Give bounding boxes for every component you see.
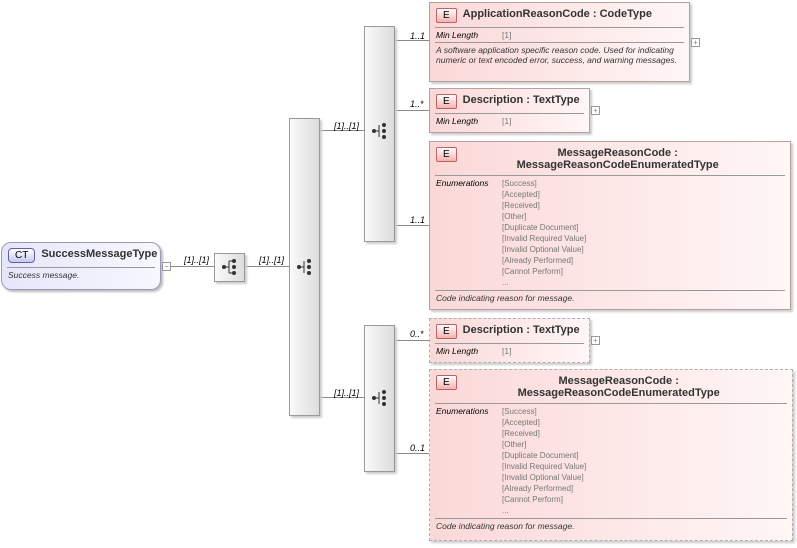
sequence-compositor[interactable]	[364, 325, 395, 472]
enum-value: ...	[502, 506, 509, 515]
element-badge: E	[436, 147, 457, 162]
enum-value: [Invalid Optional Value]	[502, 245, 584, 254]
cardinality-label: [1]..[1]	[334, 388, 360, 398]
enumeration-list: [Success] [Accepted] [Received] [Other] [Dup…	[502, 406, 586, 516]
facet-label: Min Length	[436, 116, 479, 126]
cardinality-label: [1]..[1]	[259, 255, 285, 265]
enum-value: [Invalid Required Value]	[502, 234, 587, 243]
enum-value: [Cannot Perform]	[502, 495, 563, 504]
cardinality-label: 1..1	[410, 215, 426, 225]
element-doc: Code indicating reason for message.	[436, 293, 575, 303]
element-badge: E	[436, 94, 457, 109]
connector	[319, 397, 364, 398]
enum-value: [Received]	[502, 201, 540, 210]
connector	[394, 225, 429, 226]
element-badge: E	[436, 375, 457, 390]
cardinality-label: 0..*	[410, 329, 424, 339]
enumeration-list: [Success] [Accepted] [Received] [Other] [Dup…	[502, 178, 586, 288]
connector	[394, 453, 429, 454]
expand-icon[interactable]: +	[591, 106, 600, 115]
facet-value: [1]	[502, 346, 512, 356]
sequence-compositor[interactable]	[214, 253, 245, 282]
cardinality-label: [1]..[1]	[184, 255, 210, 265]
expand-icon[interactable]: +	[691, 38, 700, 47]
element-name: ApplicationReasonCode	[462, 8, 590, 20]
connector	[244, 266, 289, 267]
facet-value: [1]	[502, 30, 512, 40]
element-message-reason-code[interactable]: E MessageReasonCode : MessageReasonCodeEn…	[429, 141, 791, 310]
connector	[394, 340, 429, 341]
element-name-type: MessageReasonCode : MessageReasonCodeEnu…	[516, 147, 719, 171]
choice-icon	[297, 259, 311, 275]
element-name: MessageReasonCode	[557, 147, 672, 159]
facet-value: [1]	[502, 116, 512, 126]
connector	[319, 130, 364, 131]
cardinality-label: 1..*	[410, 99, 424, 109]
type-name: SuccessMessageType	[41, 248, 158, 260]
element-type: TextType	[532, 94, 580, 106]
complex-type-badge: CT	[8, 248, 36, 263]
enum-value: [Invalid Optional Value]	[502, 473, 584, 482]
choice-compositor[interactable]	[289, 118, 320, 416]
element-badge: E	[436, 324, 457, 339]
element-type: MessageReasonCodeEnumeratedType	[517, 387, 720, 399]
enum-value: ...	[502, 278, 509, 287]
enum-value: [Already Performed]	[502, 484, 574, 493]
enum-value: [Success]	[502, 407, 537, 416]
expand-icon[interactable]: +	[591, 336, 600, 345]
sequence-icon	[372, 390, 386, 406]
type-doc: Success message.	[8, 270, 80, 280]
connector	[170, 266, 214, 267]
sequence-icon	[222, 259, 236, 275]
enum-value: [Duplicate Document]	[502, 451, 579, 460]
cardinality-label: 0..1	[410, 443, 426, 453]
complex-type-success-message-type[interactable]: CT SuccessMessageType Success message.	[1, 242, 161, 290]
element-message-reason-code-optional[interactable]: E MessageReasonCode : MessageReasonCodeEn…	[429, 369, 793, 541]
connector	[394, 110, 429, 111]
element-badge: E	[436, 8, 457, 23]
facet-label: Enumerations	[436, 406, 489, 416]
element-doc: Code indicating reason for message.	[436, 521, 575, 531]
enum-value: [Other]	[502, 440, 527, 449]
cardinality-label: [1]..[1]	[334, 121, 360, 131]
enum-value: [Already Performed]	[502, 256, 574, 265]
element-type: TextType	[532, 324, 580, 336]
enum-value: [Accepted]	[502, 418, 540, 427]
sequence-compositor[interactable]	[364, 26, 395, 242]
element-doc: A software application specific reason c…	[436, 45, 677, 65]
collapse-icon[interactable]: −	[162, 262, 171, 271]
enum-value: [Invalid Required Value]	[502, 462, 587, 471]
element-name: MessageReasonCode	[558, 375, 673, 387]
enum-value: [Cannot Perform]	[502, 267, 563, 276]
element-name-type: MessageReasonCode : MessageReasonCodeEnu…	[517, 375, 720, 399]
element-name: Description	[462, 94, 524, 106]
enum-value: [Received]	[502, 429, 540, 438]
element-type: CodeType	[599, 8, 652, 20]
enum-value: [Accepted]	[502, 190, 540, 199]
sequence-icon	[372, 123, 386, 139]
enum-value: [Duplicate Document]	[502, 223, 579, 232]
cardinality-label: 1..1	[410, 31, 426, 41]
enum-value: [Success]	[502, 179, 537, 188]
connector	[394, 40, 429, 41]
facet-label: Min Length	[436, 30, 479, 40]
element-name: Description	[462, 324, 524, 336]
facet-label: Min Length	[436, 346, 479, 356]
facet-label: Enumerations	[436, 178, 489, 188]
element-type: MessageReasonCodeEnumeratedType	[516, 159, 719, 171]
enum-value: [Other]	[502, 212, 527, 221]
